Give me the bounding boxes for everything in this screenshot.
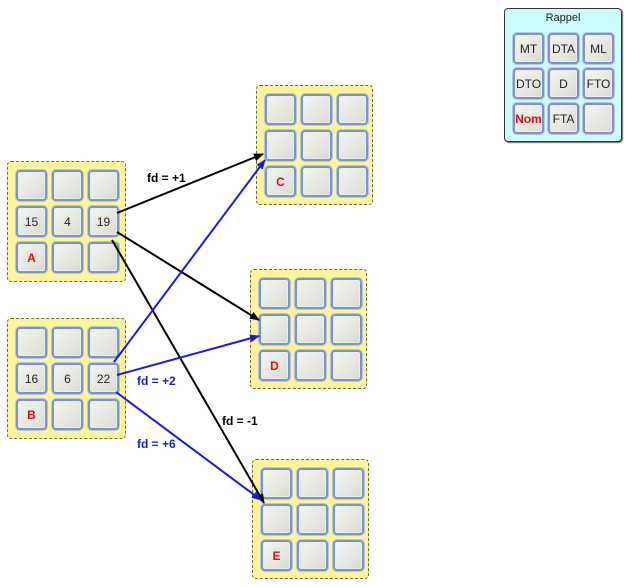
board-empty-cell bbox=[88, 242, 119, 273]
arrow-a-to-e bbox=[111, 239, 265, 504]
board-empty-cell bbox=[337, 166, 368, 197]
board-value-cell: 16 bbox=[16, 363, 47, 394]
board-empty-cell bbox=[331, 314, 362, 345]
board-empty-cell bbox=[52, 242, 83, 273]
board-empty-cell bbox=[88, 170, 119, 201]
legend-cell-fta: FTA bbox=[548, 103, 579, 134]
board-empty-cell bbox=[16, 327, 47, 358]
label-fd-minus-1: fd = -1 bbox=[222, 414, 258, 428]
board-name-cell: D bbox=[259, 350, 290, 381]
board-empty-cell bbox=[88, 327, 119, 358]
board-value-cell: 6 bbox=[52, 363, 83, 394]
board-empty-cell bbox=[301, 94, 332, 125]
board-name-cell: A bbox=[16, 242, 47, 273]
board-empty-cell bbox=[301, 166, 332, 197]
legend-cell-empty bbox=[583, 103, 614, 134]
board-empty-cell bbox=[52, 170, 83, 201]
board-empty-cell bbox=[333, 540, 364, 571]
board-name-cell: C bbox=[265, 166, 296, 197]
board-name-cell: B bbox=[16, 399, 47, 430]
arrow-b-to-d bbox=[116, 334, 260, 376]
board-empty-cell bbox=[333, 468, 364, 499]
legend-cell-ml: ML bbox=[583, 33, 614, 64]
board-empty-cell bbox=[333, 504, 364, 535]
board-name-cell: E bbox=[261, 540, 292, 571]
board-empty-cell bbox=[295, 314, 326, 345]
board-empty-cell bbox=[265, 94, 296, 125]
board-value-cell: 4 bbox=[52, 206, 83, 237]
legend-title: Rappel bbox=[545, 12, 581, 24]
board-empty-cell bbox=[265, 130, 296, 161]
legend-cell-nom: Nom bbox=[513, 103, 544, 134]
board-value-cell: 19 bbox=[88, 206, 119, 237]
board-value-cell: 15 bbox=[16, 206, 47, 237]
legend-cell-mt: MT bbox=[513, 33, 544, 64]
board-empty-cell bbox=[261, 504, 292, 535]
arrow-b-to-c bbox=[113, 159, 266, 363]
board-empty-cell bbox=[295, 350, 326, 381]
board-empty-cell bbox=[337, 94, 368, 125]
board-empty-cell bbox=[301, 130, 332, 161]
board-empty-cell bbox=[297, 468, 328, 499]
legend-rappel: Rappel MT DTA ML DTO D FTO Nom FTA bbox=[504, 8, 622, 142]
legend-cell-fto: FTO bbox=[583, 68, 614, 99]
arrow-a-to-d bbox=[116, 231, 260, 321]
board-empty-cell bbox=[259, 278, 290, 309]
board-empty-cell bbox=[331, 350, 362, 381]
board-empty-cell bbox=[295, 278, 326, 309]
board-empty-cell bbox=[331, 278, 362, 309]
board-empty-cell bbox=[297, 504, 328, 535]
board-empty-cell bbox=[52, 327, 83, 358]
board-empty-cell bbox=[52, 399, 83, 430]
board-empty-cell bbox=[88, 399, 119, 430]
board-empty-cell bbox=[297, 540, 328, 571]
arrow-a-to-c bbox=[116, 153, 264, 214]
legend-cell-dta: DTA bbox=[548, 33, 579, 64]
board-c: C bbox=[256, 85, 373, 205]
label-fd-plus-1: fd = +1 bbox=[147, 171, 186, 185]
label-fd-plus-2: fd = +2 bbox=[137, 374, 176, 388]
board-e: E bbox=[252, 459, 369, 579]
board-empty-cell bbox=[261, 468, 292, 499]
board-empty-cell bbox=[259, 314, 290, 345]
board-value-cell: 22 bbox=[88, 363, 119, 394]
arrow-b-to-e bbox=[115, 391, 262, 501]
label-fd-plus-6: fd = +6 bbox=[137, 437, 176, 451]
legend-cell-d: D bbox=[548, 68, 579, 99]
board-empty-cell bbox=[16, 170, 47, 201]
legend-cell-dto: DTO bbox=[513, 68, 544, 99]
board-d: D bbox=[250, 269, 367, 389]
board-empty-cell bbox=[337, 130, 368, 161]
